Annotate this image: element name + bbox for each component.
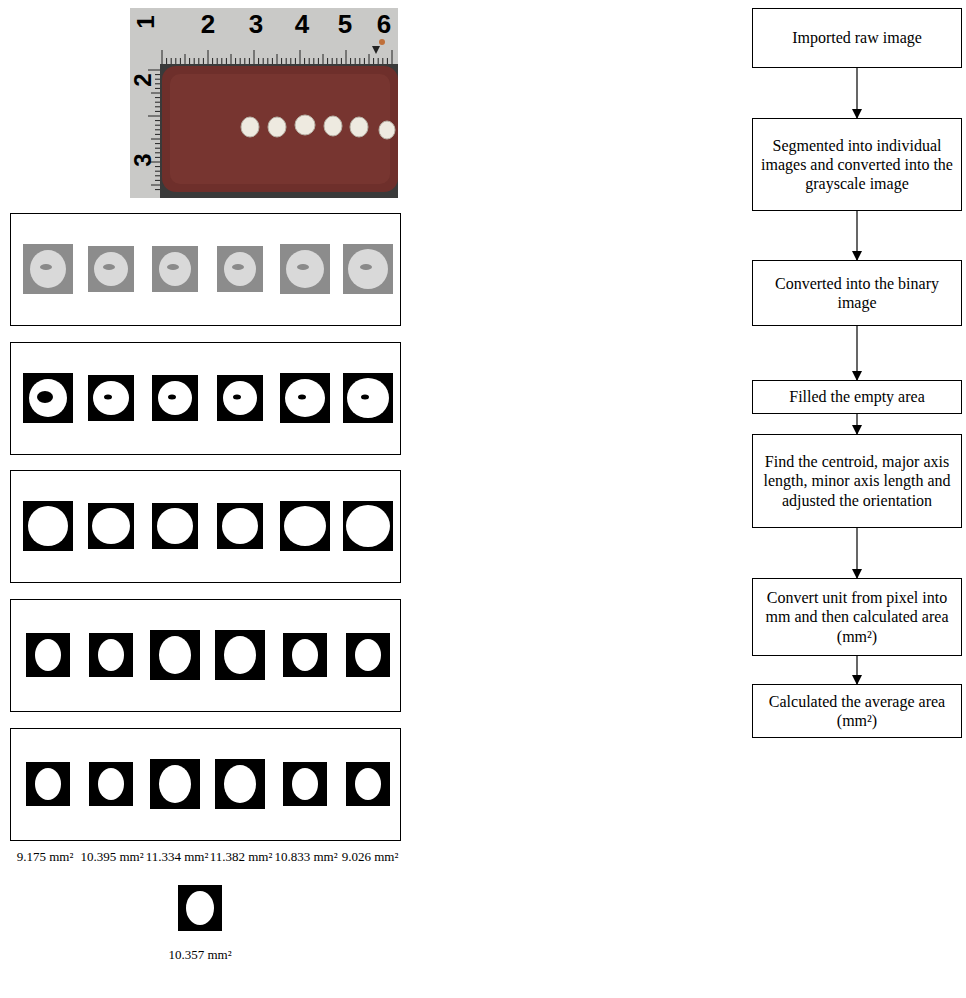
ruler-number: 5 [338,9,352,40]
flow-arrow [856,326,857,380]
ruler-number: 6 [377,9,391,40]
flow-arrow [856,656,857,684]
process-box: Convert unit from pixel into mm and then… [752,578,962,656]
process-box: Imported raw image [752,8,962,68]
step-text: Find the centroid, major axis length, mi… [761,452,953,510]
flow-arrow [856,528,857,578]
step-text: Converted into the binary image [761,274,953,312]
process-box: Converted into the binary image [752,260,962,326]
area-value: 10.357 mm² [168,947,231,963]
ruler-number: 1 [132,15,160,28]
process-box: Filled the empty area [752,380,962,414]
ruler-number: 3 [129,153,157,166]
ruler-number: 2 [201,9,215,40]
step-text: Imported raw image [792,28,922,47]
flow-arrow [856,68,857,118]
area-value: 10.833 mm² [274,849,337,865]
process-box: Find the centroid, major axis length, mi… [752,434,962,528]
area-value: 11.334 mm² [146,849,209,865]
area-value: 10.395 mm² [80,849,143,865]
area-value: 9.026 mm² [342,849,399,865]
ruler-number: 2 [129,73,157,86]
step-text: Calculated the average area (mm²) [761,692,953,730]
ruler-number: 3 [249,9,263,40]
panel-frames [11,214,401,841]
process-box: Segmented into individual images and con… [752,118,962,211]
step-text: Convert unit from pixel into mm and then… [761,588,953,646]
area-value: 9.175 mm² [17,849,74,865]
ruler-number: 4 [295,9,309,40]
process-box: Calculated the average area (mm²) [752,684,962,738]
area-value: 11.382 mm² [210,849,273,865]
blob-images [23,244,393,931]
step-text: Segmented into individual images and con… [761,136,953,194]
step-text: Filled the empty area [789,387,925,406]
ruler-photo [130,8,398,198]
flow-arrow [856,211,857,260]
flow-arrow [856,414,857,434]
